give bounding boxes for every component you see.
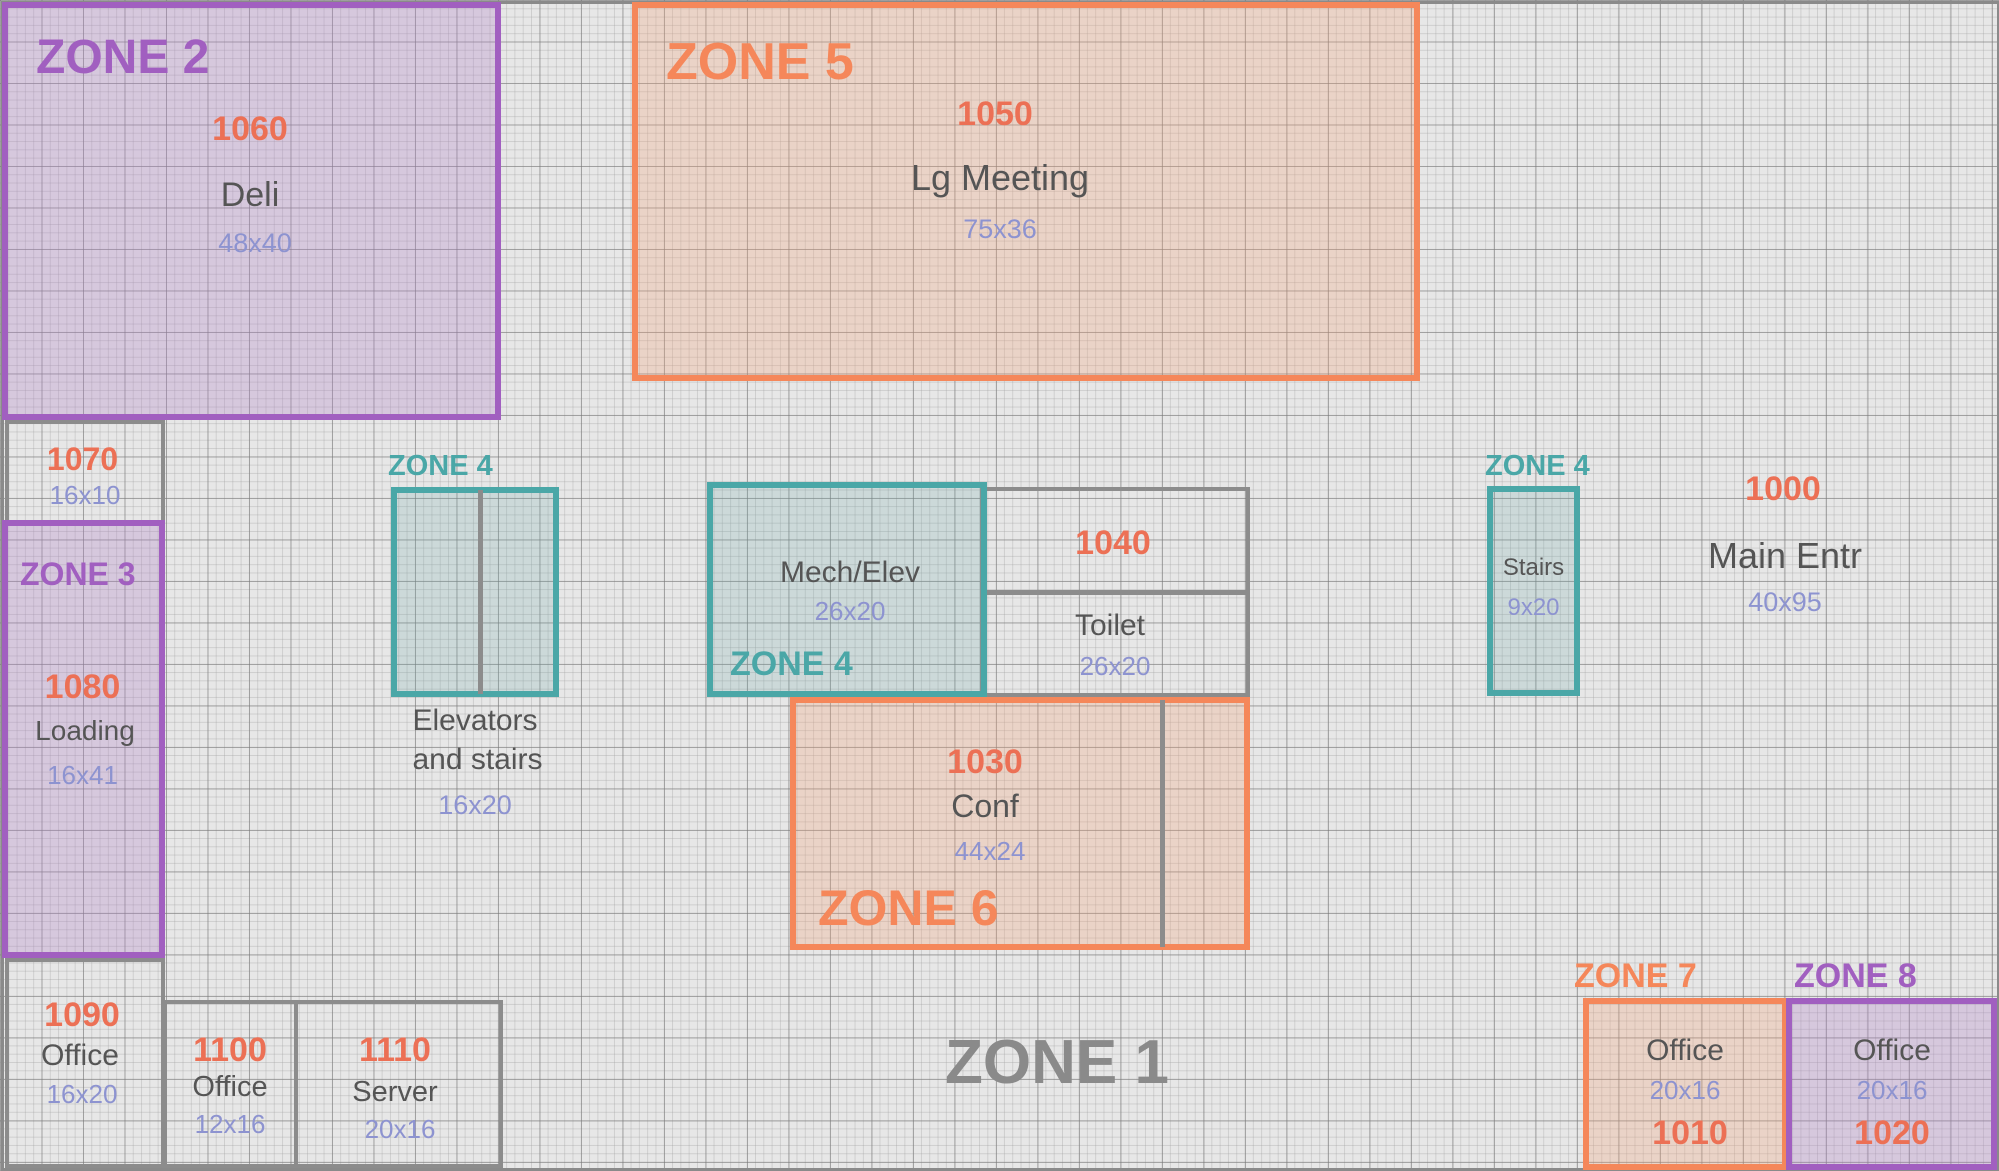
room-name-office-1020: Office: [1853, 1034, 1931, 1067]
room-name-main-entr: Main Entr: [1707, 535, 1863, 576]
room-name-server: Server: [352, 1076, 438, 1108]
zone-8-label: ZONE 8: [1794, 957, 1917, 995]
room-size-1000: 40x95: [1748, 587, 1822, 617]
room-size-stairs: 9x20: [1507, 594, 1560, 621]
room-name-elevators-2: and stairs: [412, 743, 543, 776]
zone-4-label-mech: ZONE 4: [730, 645, 853, 683]
zone-2-area[interactable]: [2, 2, 501, 420]
room-name-toilet: Toilet: [1074, 609, 1146, 642]
room-size-1020: 20x16: [1856, 1075, 1928, 1105]
room-size-1100: 12x16: [194, 1109, 266, 1139]
toilet-divider: [983, 590, 1247, 595]
room-name-lg-meeting: Lg Meeting: [910, 157, 1090, 198]
zone-8-area[interactable]: [1786, 998, 1997, 1170]
room-name-stairs: Stairs: [1502, 554, 1565, 581]
zone-3-area[interactable]: [2, 520, 165, 958]
room-size-elevators: 16x20: [438, 790, 512, 820]
room-name-loading: Loading: [35, 715, 135, 746]
zone-7-label: ZONE 7: [1574, 957, 1697, 995]
room-name-office-1100: Office: [192, 1071, 268, 1103]
zone-5-label: ZONE 5: [666, 33, 854, 91]
room-size-1060: 48x40: [218, 228, 292, 258]
zone-4-label-elevators: ZONE 4: [388, 450, 493, 482]
room-number-1090: 1090: [44, 996, 120, 1034]
room-number-1110: 1110: [359, 1031, 431, 1069]
room-size-1080: 16x41: [47, 760, 118, 790]
zone-6-label: ZONE 6: [818, 880, 999, 936]
room-size-1040: 26x20: [1079, 651, 1151, 681]
room-number-1040: 1040: [1075, 524, 1151, 562]
room-number-1010: 1010: [1652, 1114, 1728, 1152]
room-number-1050: 1050: [957, 95, 1033, 133]
zone-1-label: ZONE 1: [945, 1028, 1169, 1097]
room-number-1000: 1000: [1745, 470, 1821, 508]
room-name-office-1090: Office: [41, 1039, 119, 1072]
elevator-divider: [478, 490, 483, 694]
room-size-mech: 26x20: [814, 596, 886, 626]
zone-4-stairs-area[interactable]: [1487, 486, 1580, 696]
room-size-1050: 75x36: [963, 214, 1037, 244]
room-number-1080: 1080: [44, 668, 121, 706]
room-size-1090: 16x20: [46, 1079, 118, 1109]
room-size-1010: 20x16: [1649, 1075, 1721, 1105]
room-name-office-1010: Office: [1646, 1034, 1724, 1067]
zone-6-area[interactable]: [790, 697, 1250, 950]
room-number-1020: 1020: [1854, 1114, 1930, 1152]
zone-4-elevators-area[interactable]: [391, 487, 559, 697]
conf-divider: [1160, 700, 1165, 947]
room-number-1100: 1100: [193, 1031, 267, 1069]
room-name-elevators-1: Elevators: [412, 704, 538, 737]
room-size-1110: 20x16: [364, 1114, 436, 1144]
room-size-1070: 16x10: [49, 480, 121, 510]
zone-4-label-stairs: ZONE 4: [1485, 450, 1590, 482]
room-size-1030: 44x24: [954, 836, 1026, 866]
zone-7-area[interactable]: [1583, 998, 1788, 1170]
room-name-conf: Conf: [951, 788, 1019, 824]
zone-3-label: ZONE 3: [20, 556, 136, 592]
room-number-1060: 1060: [212, 110, 288, 148]
room-1110[interactable]: [294, 1000, 503, 1168]
room-number-1030: 1030: [947, 743, 1023, 781]
room-number-1070: 1070: [46, 441, 119, 477]
room-name-mech-elev: Mech/Elev: [779, 556, 921, 589]
zone-4-mech-area[interactable]: [707, 482, 987, 697]
zone-5-area[interactable]: [632, 2, 1420, 381]
zone-2-label: ZONE 2: [36, 31, 210, 84]
room-name-deli: Deli: [220, 176, 280, 214]
